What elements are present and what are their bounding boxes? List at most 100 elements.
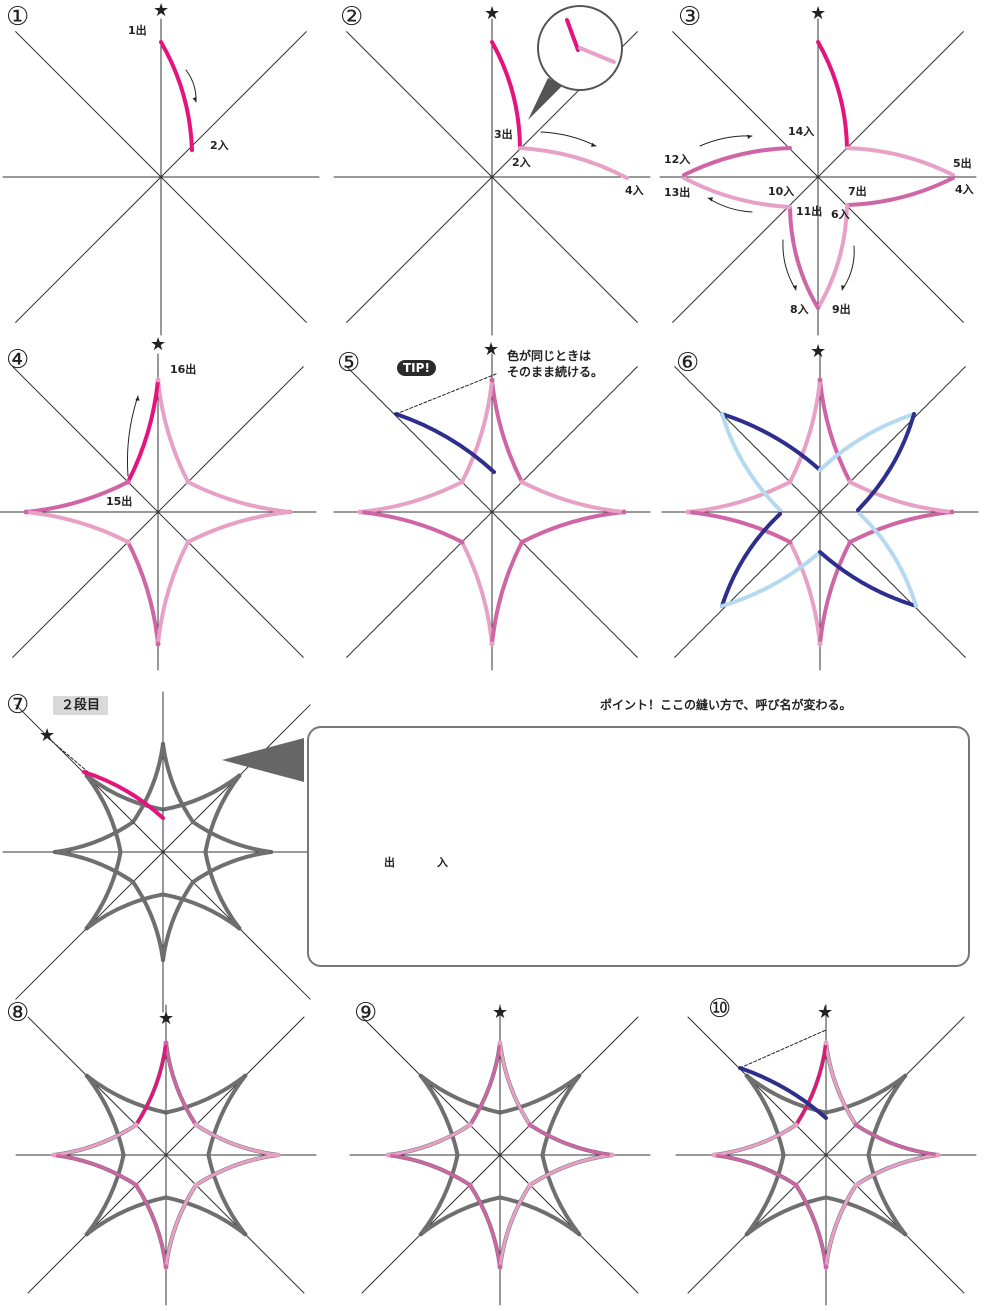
arrow-head-icon <box>591 142 596 147</box>
step-number-9: ⑨ <box>354 998 378 1028</box>
stitch-point <box>459 479 465 485</box>
arrow-head-icon <box>841 285 846 290</box>
stitch-point <box>418 1232 423 1237</box>
thread-stitch-midpink <box>788 205 820 310</box>
petal-outline <box>824 1073 908 1115</box>
stitch-label: 5出 <box>953 157 972 170</box>
axis-line-diagonal <box>361 1016 639 1294</box>
petal-outline <box>194 1123 280 1157</box>
stitch-label: 13出 <box>664 186 691 199</box>
petal-outline <box>794 1183 828 1269</box>
stitch-label: 11出 <box>796 205 823 218</box>
stitch-point <box>131 820 135 824</box>
thread-stitch-navy <box>856 412 916 512</box>
thread-stitch-magenta <box>82 770 165 820</box>
petal-outline <box>203 773 242 854</box>
petal-outline <box>161 773 242 812</box>
stitch-point <box>84 1073 89 1078</box>
petal-outline <box>84 773 165 812</box>
dashed-guide <box>395 373 497 415</box>
stitch-point <box>287 509 293 515</box>
stitch-point <box>467 1182 473 1188</box>
petal-outline <box>866 1153 908 1237</box>
axis-line-diagonal <box>15 31 307 323</box>
petal-outline <box>164 1195 248 1237</box>
tip-badge: TIP! <box>397 360 436 376</box>
step-number-5: ⑤ <box>337 348 361 378</box>
petal-outline <box>358 510 464 544</box>
arrow-head-icon <box>708 197 713 202</box>
stitch-point <box>385 1152 391 1158</box>
step-number-8: ⑧ <box>6 998 30 1028</box>
point-note: ポイント！ここの縫い方で、呼び名が変わる。 <box>600 698 852 712</box>
stitch-label: 1出 <box>128 24 147 37</box>
stitch-label: 4入 <box>625 184 644 197</box>
dashed-guide <box>47 737 89 773</box>
thread-stitch-magenta <box>159 40 194 152</box>
petal-outline <box>191 820 273 854</box>
stitch-point <box>193 1182 199 1188</box>
thread-stitch-navy <box>738 1066 828 1120</box>
star-icon: ★ <box>39 725 56 746</box>
petal-outline <box>84 773 123 854</box>
stitch-point <box>133 1122 139 1128</box>
direction-arrow <box>841 245 855 291</box>
stitch-point <box>489 641 495 647</box>
arrow-head-icon <box>747 134 752 139</box>
petal-outline <box>824 1183 858 1269</box>
petal-outline <box>131 880 165 962</box>
petal-outline <box>418 1195 502 1237</box>
stitch-point <box>161 958 165 962</box>
petal-outline <box>164 1041 198 1127</box>
stitch-label: 16出 <box>170 363 197 376</box>
axis-line-diagonal <box>687 1016 965 1294</box>
petal-outline <box>818 540 852 646</box>
petal-outline <box>490 540 524 646</box>
petal-outline <box>52 1153 138 1187</box>
stitch-label: 2入 <box>512 156 531 169</box>
stitch-point <box>935 1152 941 1158</box>
petal-outline <box>528 1153 614 1187</box>
petal-outline <box>134 1041 168 1127</box>
stitch-point <box>357 509 363 515</box>
direction-arrow <box>185 69 197 103</box>
stitch-point <box>903 1232 908 1237</box>
petal-outline <box>794 1041 828 1127</box>
star-icon: ★ <box>810 3 827 24</box>
tip-note: 色が同じときは そのまま続ける。 <box>507 348 603 380</box>
stitch-point <box>133 1182 139 1188</box>
star-icon: ★ <box>153 0 170 21</box>
petal-outline <box>788 540 822 646</box>
petal-outline <box>418 1153 460 1237</box>
arrow-head-icon <box>192 97 197 102</box>
star-icon: ★ <box>150 334 167 355</box>
petal-outline <box>498 1073 582 1115</box>
stitch-point <box>193 1122 199 1128</box>
stitch-point <box>125 479 131 485</box>
petal-outline <box>520 480 626 514</box>
stitch-point <box>527 1122 533 1128</box>
stitch-label: 7出 <box>848 185 867 198</box>
petal-outline <box>540 1153 582 1237</box>
stitch-point <box>519 539 525 545</box>
petal-outline <box>84 1073 126 1157</box>
step-number-6: ⑥ <box>676 348 700 378</box>
stitch-point <box>163 1264 169 1270</box>
stitch-point <box>577 1073 582 1078</box>
petal-outline <box>161 892 242 931</box>
stitch-point <box>793 1182 799 1188</box>
out-label: 出 <box>384 856 395 869</box>
stitch-point <box>817 377 823 383</box>
petal-outline <box>84 892 165 931</box>
petal-outline <box>460 540 494 646</box>
thread-stitch-midpink <box>845 176 955 207</box>
petal-outline <box>848 480 954 514</box>
stitch-point <box>418 1073 423 1078</box>
stitch-point <box>577 1232 582 1237</box>
in-label: 入 <box>437 856 448 869</box>
stitch-point <box>237 926 242 931</box>
star-icon: ★ <box>810 341 827 362</box>
petal-outline <box>84 1195 168 1237</box>
zoom-pointer <box>528 78 562 120</box>
petal-outline <box>866 1073 908 1157</box>
